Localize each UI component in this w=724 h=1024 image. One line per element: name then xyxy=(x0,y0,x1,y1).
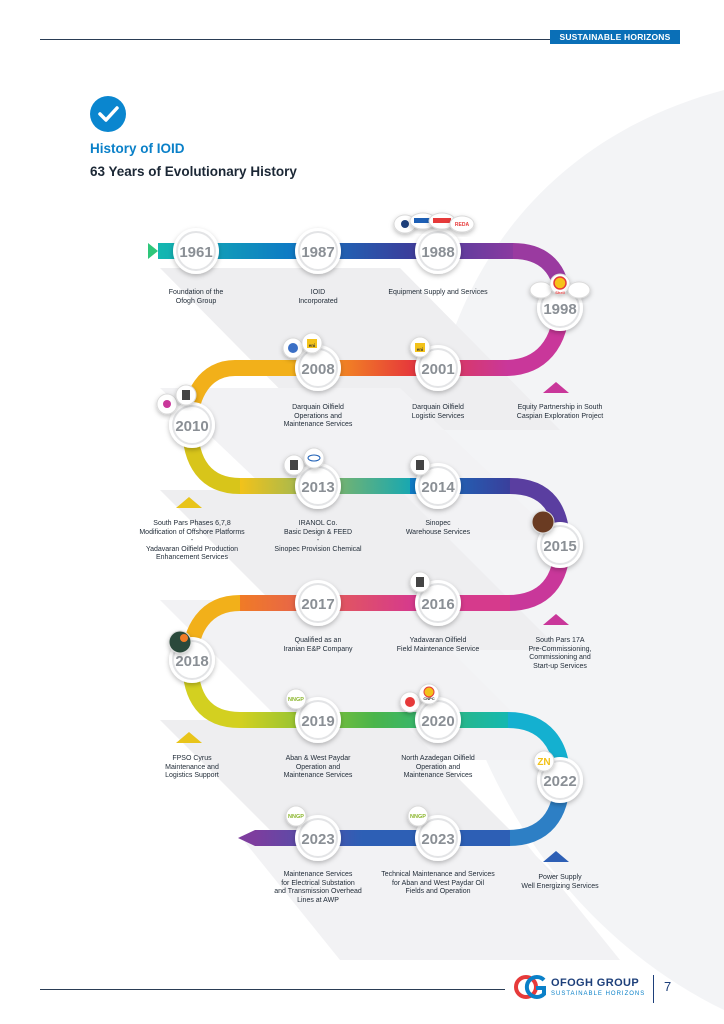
year-2016: 2016 xyxy=(421,596,454,613)
nngp-logo-2019: NNGP xyxy=(288,697,304,703)
header-badge: SUSTAINABLE HORIZONS xyxy=(550,30,680,44)
year-1998: 1998 xyxy=(543,301,576,318)
footer-logo-text: OFOGH GROUP xyxy=(551,977,640,989)
caption-2013: IRANOL Co.Basic Design & FEED-Sinopec Pr… xyxy=(274,520,362,553)
year-2020: 2020 xyxy=(421,713,454,730)
year-1961: 1961 xyxy=(179,244,212,261)
year-1987: 1987 xyxy=(301,244,334,261)
eni-logo-2008: eni xyxy=(309,343,316,348)
year-2015: 2015 xyxy=(543,538,576,555)
footer-rule xyxy=(40,989,505,990)
page-number: 7 xyxy=(664,979,672,994)
reda-logo: REDA xyxy=(455,222,470,228)
header-rule xyxy=(40,39,550,40)
year-1988: 1988 xyxy=(421,244,454,261)
svg-text:ZN: ZN xyxy=(537,757,550,768)
year-2023-b: 2023 xyxy=(421,831,454,848)
section-title: History of IOID xyxy=(90,141,185,156)
year-2014: 2014 xyxy=(421,479,455,496)
year-2018: 2018 xyxy=(175,653,208,670)
year-2017: 2017 xyxy=(301,596,334,613)
check-icon xyxy=(90,96,126,132)
section-subtitle: 63 Years of Evolutionary History xyxy=(90,164,297,179)
nngp-logo-2023a: NNGP xyxy=(288,814,304,820)
ofogh-logo-icon xyxy=(514,974,548,1000)
eni-logo-2001: eni xyxy=(417,347,424,352)
nngp-logo-2023b: NNGP xyxy=(410,814,426,820)
year-2008: 2008 xyxy=(301,361,334,378)
year-2019: 2019 xyxy=(301,713,334,730)
caption-1988: Equipment Supply and Services xyxy=(388,289,488,296)
year-2013: 2013 xyxy=(301,479,334,496)
footer-divider xyxy=(653,975,654,1003)
year-2022: 2022 xyxy=(543,773,576,790)
shell-logo: Shell xyxy=(555,290,565,295)
year-2001: 2001 xyxy=(421,361,454,378)
year-2023-a: 2023 xyxy=(301,831,334,848)
cnpc-logo: CNPC xyxy=(423,696,434,701)
footer-logo-tagline: SUSTAINABLE HORIZONS xyxy=(551,991,646,997)
year-2010: 2010 xyxy=(175,418,208,435)
logo-badges: ZN xyxy=(156,212,591,827)
